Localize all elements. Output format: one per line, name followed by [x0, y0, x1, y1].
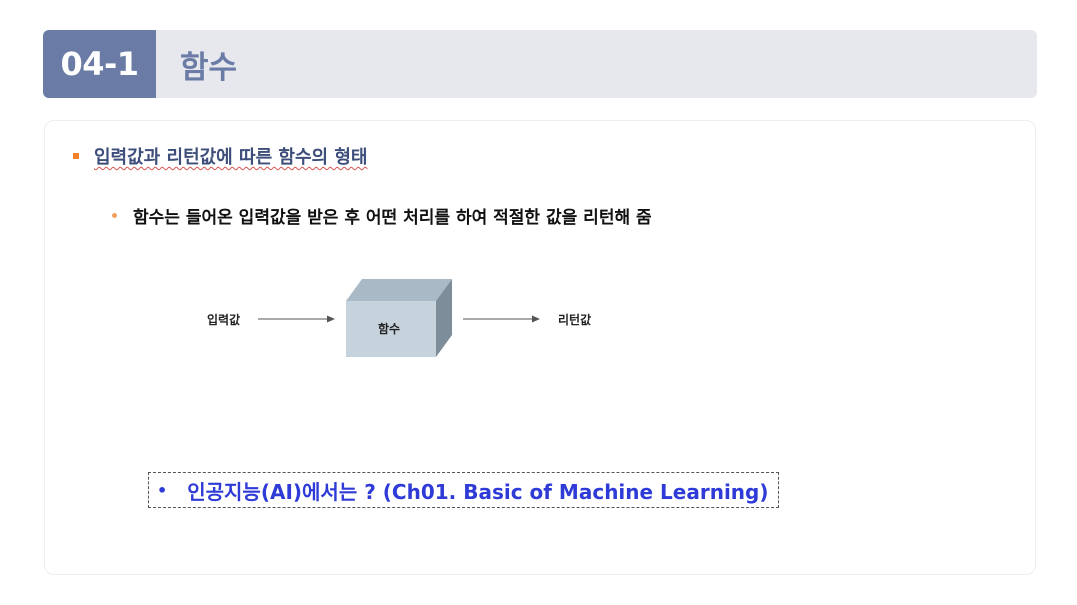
function-box-label: 함수 [378, 322, 401, 336]
slide-header: 04-1 함수 [43, 30, 1037, 98]
content-card [44, 120, 1036, 575]
slide-title: 함수 [180, 49, 238, 86]
output-label: 리턴값 [558, 313, 592, 327]
function-diagram: 입력값 함수 리턴값 [190, 270, 630, 370]
input-label: 입력값 [207, 313, 241, 327]
bullet-text: 함수는 들어온 입력값을 받은 후 어떤 처리를 하여 적절한 값을 리턴해 줌 [133, 207, 652, 228]
function-box [346, 279, 452, 357]
callout-text: 인공지능(AI)에서는 ? (Ch01. Basic of Machine Le… [187, 479, 769, 504]
output-arrow [463, 315, 540, 323]
diagram-graphics [258, 279, 540, 357]
dot-bullet-icon [112, 212, 117, 218]
ai-callout-box: • 인공지능(AI)에서는 ? (Ch01. Basic of Machine … [148, 472, 779, 508]
callout-bullet-icon: • [157, 480, 168, 500]
bullet-line: 함수는 들어온 입력값을 받은 후 어떤 처리를 하여 적절한 값을 리턴해 줌 [112, 202, 652, 228]
input-arrow [258, 315, 335, 323]
square-bullet-icon [73, 153, 79, 159]
heading-line: 입력값과 리턴값에 따른 함수의 형태 [73, 143, 367, 169]
section-number-badge: 04-1 [43, 30, 156, 98]
section-heading: 입력값과 리턴값에 따른 함수의 형태 [94, 147, 368, 168]
